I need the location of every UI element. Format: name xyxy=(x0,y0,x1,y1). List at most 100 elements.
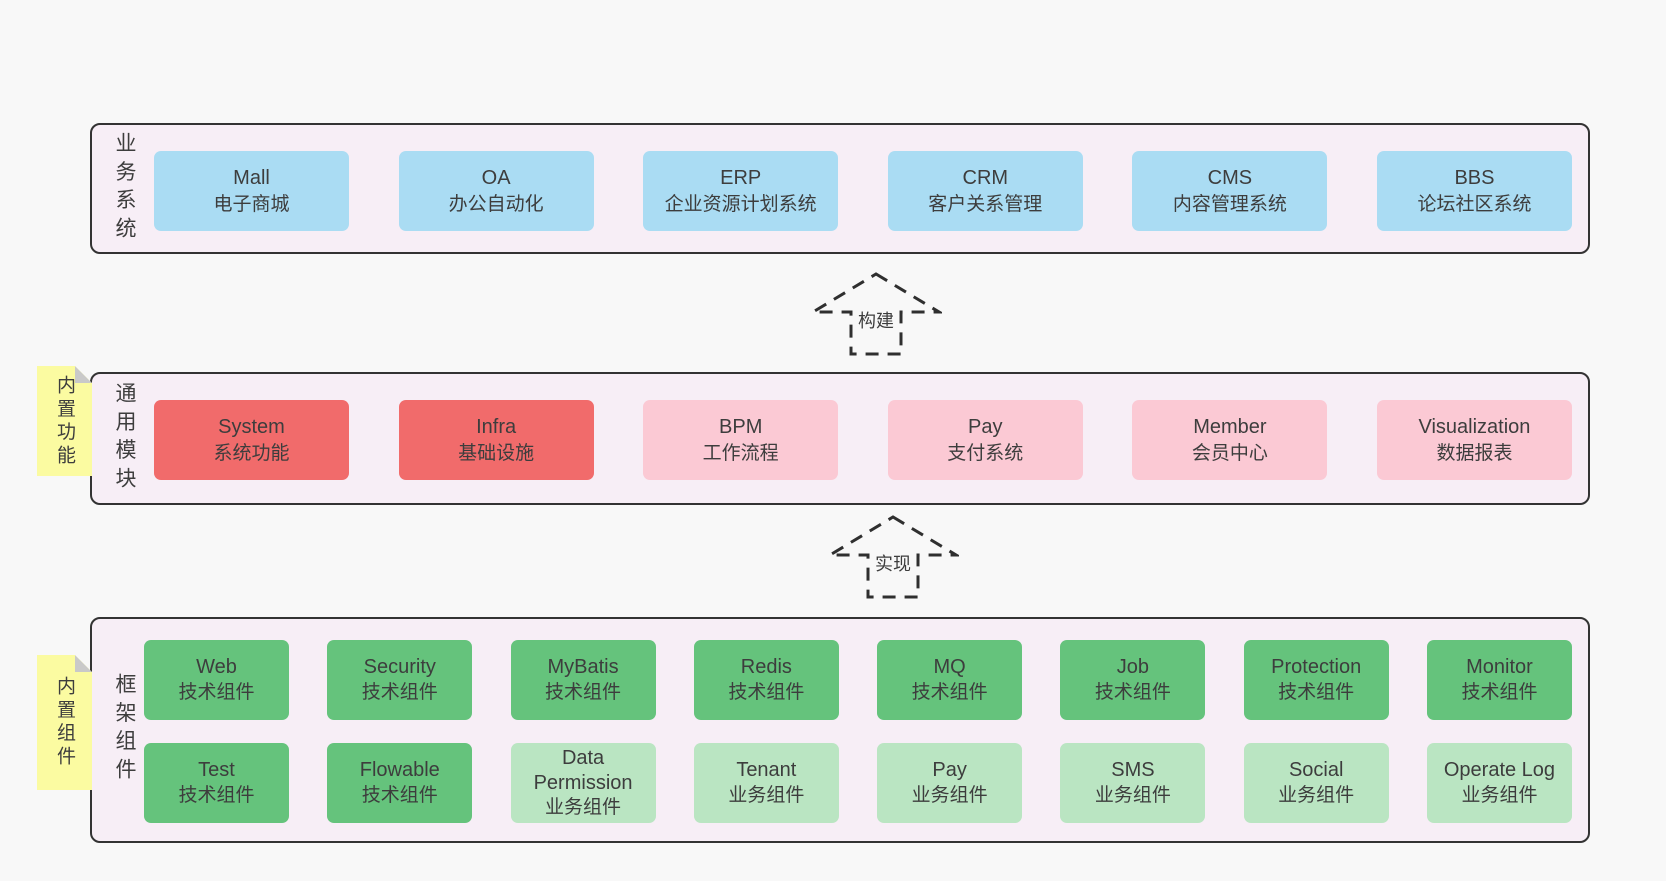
box-title: SMS xyxy=(1111,759,1155,782)
box-title: MQ xyxy=(933,656,966,679)
box-title: MyBatis xyxy=(547,656,619,679)
box-subtitle: 技术组件 xyxy=(178,784,255,806)
box-subtitle: 办公自动化 xyxy=(448,194,544,216)
sticky-note-builtin-components: 内置组件 xyxy=(37,655,92,790)
implement-arrow-label: 实现 xyxy=(871,549,915,577)
box-pay: Pay 支付系统 xyxy=(887,400,1083,480)
box-subtitle: 数据报表 xyxy=(1436,443,1513,465)
layer-framework-label: 框架组件 xyxy=(113,673,136,787)
box-subtitle: 业务组件 xyxy=(728,784,805,806)
box-mall: Mall 电子商城 xyxy=(154,151,349,231)
box-title: Visualization xyxy=(1418,415,1531,438)
box-erp: ERP 企业资源计划系统 xyxy=(643,151,839,231)
box-bbs: BBS 论坛社区系统 xyxy=(1376,151,1572,231)
box-subtitle: 业务组件 xyxy=(1278,784,1355,806)
up-arrow-icon xyxy=(827,515,959,599)
sticky-note-builtin-features-text: 内置功能 xyxy=(54,374,75,468)
layer-modules-label: 通用模块 xyxy=(113,381,136,496)
box-subtitle: 系统功能 xyxy=(213,443,290,465)
sticky-note-builtin-components-text: 内置组件 xyxy=(54,676,75,769)
box-bpm: BPM 工作流程 xyxy=(643,400,839,480)
box-subtitle: 支付系统 xyxy=(947,443,1024,465)
box-subtitle: 内容管理系统 xyxy=(1172,194,1287,216)
box-title: Flowable xyxy=(359,759,440,782)
box-cms: CMS 内容管理系统 xyxy=(1132,151,1328,231)
box-title: Operate Log xyxy=(1443,759,1556,782)
box-title: CRM xyxy=(962,166,1009,189)
sticky-note-builtin-features: 内置功能 xyxy=(37,366,92,476)
common-modules-row: System 系统功能 Infra 基础设施 BPM 工作流程 Pay 支付系统 Member 会… xyxy=(154,400,1572,480)
box-subtitle: 论坛社区系统 xyxy=(1417,194,1532,216)
implement-arrow: 实现 xyxy=(827,514,959,600)
note-fold-icon xyxy=(75,366,92,383)
box-title: Job xyxy=(1116,656,1150,679)
box-subtitle: 业务组件 xyxy=(545,797,622,819)
box-subtitle: 业务组件 xyxy=(1461,784,1538,806)
box-subtitle: 业务组件 xyxy=(1094,784,1171,806)
box-subtitle: 技术组件 xyxy=(911,681,988,703)
box-subtitle: 技术组件 xyxy=(1094,681,1171,703)
box-title: Mall xyxy=(233,166,270,189)
box-infra: Infra 基础设施 xyxy=(398,400,594,480)
box-title: Security xyxy=(363,656,436,679)
box-subtitle: 会员中心 xyxy=(1191,443,1268,465)
box-title: ERP xyxy=(720,166,762,189)
box-visualization: Visualization 数据报表 xyxy=(1376,400,1572,480)
build-arrow-label: 构建 xyxy=(854,306,898,334)
box-subtitle: 基础设施 xyxy=(458,443,535,465)
box-subtitle: 客户关系管理 xyxy=(928,194,1043,216)
box-title: Tenant xyxy=(736,759,797,782)
box-member: Member 会员中心 xyxy=(1132,400,1328,480)
box-crm: CRM 客户关系管理 xyxy=(887,151,1083,231)
box-subtitle: 技术组件 xyxy=(361,784,438,806)
box-title: Redis xyxy=(740,656,792,679)
box-subtitle: 业务组件 xyxy=(911,784,988,806)
box-title: System xyxy=(218,415,285,438)
box-subtitle: 技术组件 xyxy=(178,681,255,703)
box-system: System 系统功能 xyxy=(154,400,349,480)
box-title: BPM xyxy=(719,415,763,438)
layer-business-label: 业务系统 xyxy=(113,131,136,246)
box-title: CMS xyxy=(1207,166,1253,189)
box-title: Pay xyxy=(968,415,1003,438)
box-subtitle: 工作流程 xyxy=(702,443,779,465)
box-title: Member xyxy=(1193,415,1267,438)
box-subtitle: 技术组件 xyxy=(545,681,622,703)
box-title: Test xyxy=(198,759,235,782)
box-title: Pay xyxy=(932,759,967,782)
box-title: Web xyxy=(196,656,237,679)
up-arrow-icon xyxy=(810,272,942,356)
layer-common-modules: 通用模块 System 系统功能 Infra 基础设施 BPM 工作流程 Pay 支付系统 Me… xyxy=(90,372,1590,505)
box-subtitle: 企业资源计划系统 xyxy=(664,194,817,216)
box-title: Protection xyxy=(1271,656,1362,679)
box-subtitle: 电子商城 xyxy=(213,194,290,216)
box-subtitle: 技术组件 xyxy=(1461,681,1538,703)
box-title: Data Permission xyxy=(533,746,633,795)
box-title: BBS xyxy=(1454,166,1495,189)
build-arrow: 构建 xyxy=(810,271,942,357)
box-title: Infra xyxy=(476,415,517,438)
